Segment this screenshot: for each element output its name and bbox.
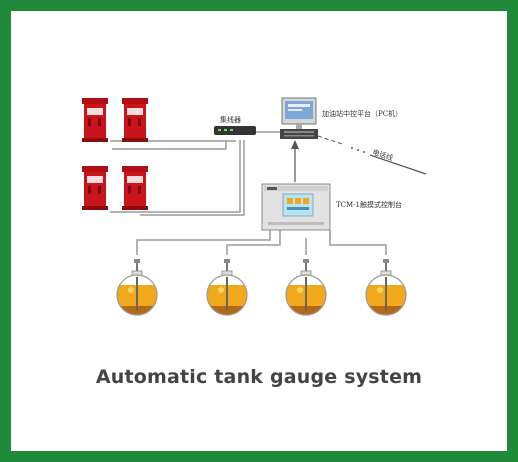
cable-dispenser-row1-b xyxy=(112,141,227,150)
storage-tank-icon xyxy=(286,259,326,316)
tank-group xyxy=(117,259,406,316)
touch-console-icon xyxy=(261,183,331,231)
cable-dispenser-row2-b xyxy=(140,140,245,216)
hub-label: 集线器 xyxy=(220,115,241,124)
console-to-pc-arrow xyxy=(291,140,299,182)
fuel-dispenser-icon xyxy=(122,166,148,210)
pipe-tank-4 xyxy=(329,230,387,255)
dispenser-group xyxy=(82,98,148,210)
fuel-dispenser-icon xyxy=(82,98,108,142)
network-hub-icon xyxy=(214,126,256,135)
phone-line xyxy=(317,135,427,175)
storage-tank-icon xyxy=(207,259,247,316)
storage-tank-icon xyxy=(366,259,406,316)
console-label: TCM-1触摸式控制台 xyxy=(336,200,402,209)
cable-network xyxy=(110,131,387,255)
fuel-dispenser-icon xyxy=(122,98,148,142)
pc-label: 加油站中控平台（PC机） xyxy=(322,109,402,118)
pc-computer-icon xyxy=(280,97,318,139)
pipe-tank-1 xyxy=(136,230,271,255)
pipe-tank-2 xyxy=(226,230,281,255)
phone-line-label: 电话线 xyxy=(371,147,394,162)
cable-dispenser-row2 xyxy=(110,140,241,213)
fuel-dispenser-icon xyxy=(82,166,108,210)
diagram-caption: Automatic tank gauge system xyxy=(95,366,423,388)
storage-tank-icon xyxy=(117,259,157,316)
